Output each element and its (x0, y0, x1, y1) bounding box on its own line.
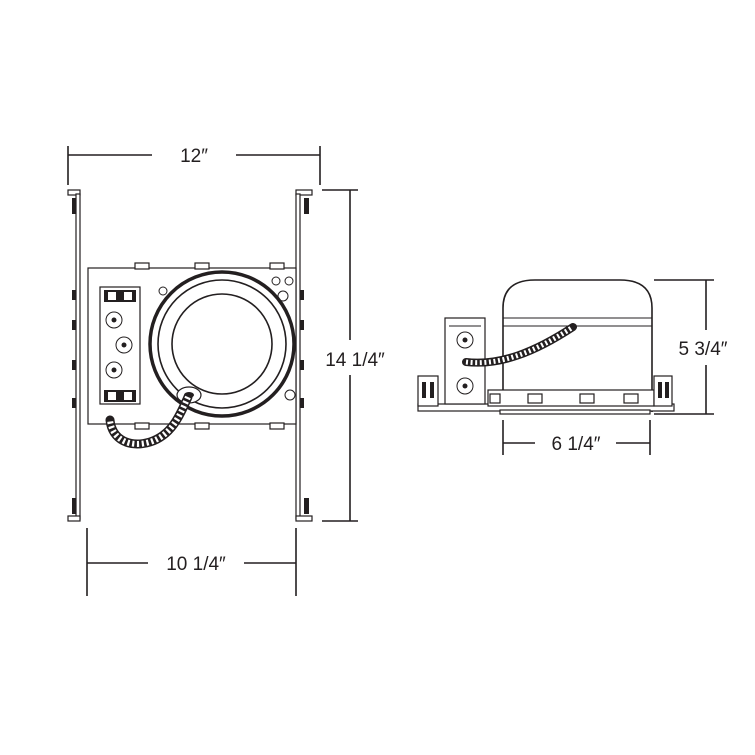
height-label-14-25: 14 1/4″ (325, 350, 385, 371)
end-clips (417, 375, 673, 407)
side-view: 5 3/4″ 6 1/4″ (417, 279, 728, 455)
inner-width-label-10-25: 10 1/4″ (166, 554, 226, 575)
flex-conduit (105, 392, 193, 449)
left-hanger-bar (67, 189, 81, 522)
height-label-5-75: 5 3/4″ (679, 339, 728, 360)
width-label-6-25: 6 1/4″ (552, 434, 601, 455)
height-dimension-5-75: 5 3/4″ (654, 279, 728, 415)
side-flex-conduit (462, 323, 577, 367)
housing-can (502, 279, 653, 412)
width-dimension-6-25: 6 1/4″ (502, 420, 651, 455)
inner-width-dimension-10-25: 10 1/4″ (86, 528, 297, 596)
width-label-12: 12″ (180, 146, 208, 167)
width-dimension-12: 12″ (67, 146, 321, 185)
height-dimension-14-25: 14 1/4″ (322, 189, 385, 522)
top-view: 12″ 14 1/4″ 10 1/4″ (67, 146, 385, 596)
junction-box (99, 286, 141, 405)
right-hanger-bar (295, 189, 313, 522)
